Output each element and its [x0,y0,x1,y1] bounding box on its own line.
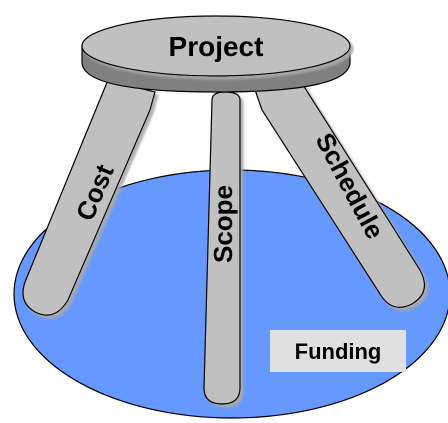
scope-label: Scope [208,185,238,263]
stool-seat [81,15,351,93]
schedule-leg [254,79,426,308]
seat-label: Project [169,31,264,62]
funding-label-box [270,330,406,372]
cost-leg [22,79,156,316]
funding-label: Funding [295,339,382,364]
